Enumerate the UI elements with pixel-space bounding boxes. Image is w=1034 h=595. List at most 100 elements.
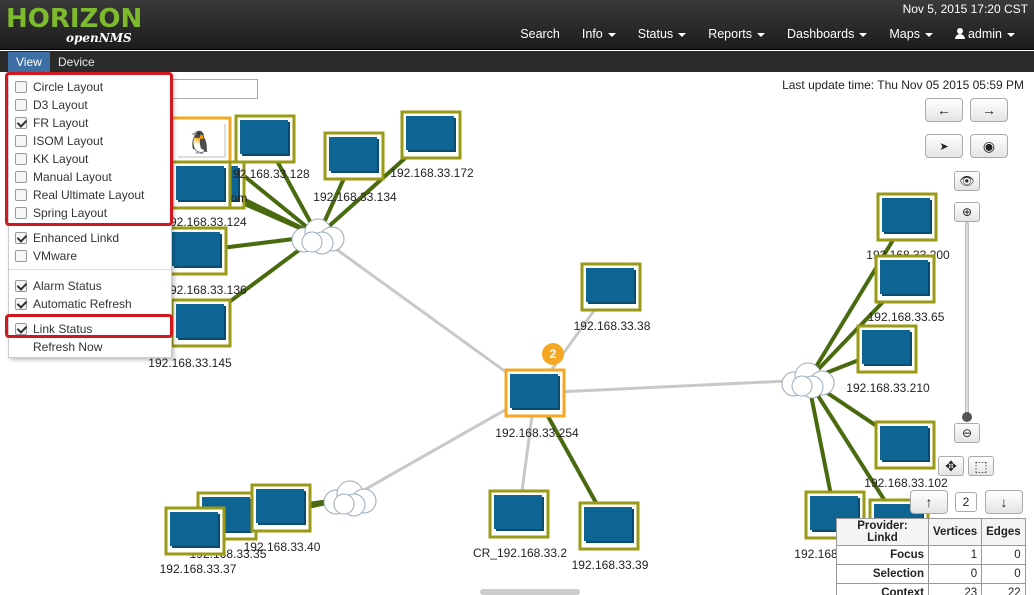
menu-item-alarm-status[interactable]: Alarm Status	[15, 278, 102, 294]
horizontal-scrollbar[interactable]	[480, 589, 580, 595]
pan-tool-button[interactable]: ✥	[938, 456, 964, 476]
menu-item-circle-layout[interactable]: Circle Layout	[15, 79, 103, 95]
menu-item-fr-layout[interactable]: FR Layout	[15, 115, 88, 131]
cloud-icon[interactable]	[323, 480, 377, 517]
tab-device[interactable]: Device	[58, 55, 95, 69]
topology-node[interactable]: 192.168.33.40	[244, 483, 321, 554]
topology-node[interactable]: 192.168.33.37	[160, 506, 237, 576]
checkbox[interactable]	[15, 99, 27, 111]
focus-badge	[542, 343, 564, 365]
szl-up-button[interactable]: ↑	[910, 490, 948, 514]
szl-down-button[interactable]: ↓	[985, 490, 1023, 514]
link-edge[interactable]	[806, 215, 909, 382]
checkbox[interactable]	[15, 171, 27, 183]
link-edge[interactable]	[317, 234, 536, 395]
caret-down-icon	[924, 32, 933, 37]
show-focus-button[interactable]: ➤	[925, 134, 963, 158]
search-input[interactable]	[172, 79, 258, 99]
menu-item-link-status[interactable]: Link Status	[15, 321, 92, 337]
menu-item-label: KK Layout	[33, 152, 89, 166]
topology-node[interactable]: 192.168.33.38	[574, 262, 651, 333]
zoom-out-button[interactable]: ⊖	[954, 423, 980, 443]
menu-item-manual-layout[interactable]: Manual Layout	[15, 169, 112, 185]
checkbox[interactable]	[15, 207, 27, 219]
cloud-icon[interactable]	[781, 362, 835, 399]
topology-node[interactable]: 192.168.33.172	[390, 110, 474, 180]
menu-item-enhanced-linkd[interactable]: Enhanced Linkd	[15, 230, 119, 246]
topology-node[interactable]: 192.168.33.254	[495, 368, 579, 440]
menu-item-automatic-refresh[interactable]: Automatic Refresh	[15, 296, 132, 312]
nav-dashboards[interactable]: Dashboards	[776, 27, 878, 41]
checkbox[interactable]	[15, 81, 27, 93]
tab-view[interactable]: View	[8, 52, 50, 72]
nav-maps[interactable]: Maps	[878, 27, 944, 41]
table-row: Context 23 22	[836, 583, 1026, 595]
menu-item-label: Link Status	[33, 322, 93, 336]
topology-node[interactable]: 192.168.33.145	[148, 298, 232, 370]
nav-info[interactable]: Info	[571, 27, 627, 41]
zoom-slider-track[interactable]	[965, 222, 969, 418]
select-tool-button[interactable]: ⬚	[968, 456, 994, 476]
menu-item-label: Real Ultimate Layout	[33, 188, 145, 202]
nav-search[interactable]: Search	[509, 27, 571, 41]
checkbox[interactable]	[15, 250, 27, 262]
node-label: 192.168.33.38	[574, 319, 651, 333]
top-header: HORIZON openNMS Nov 5, 2015 17:20 CST Se…	[0, 0, 1034, 50]
horizon-logo[interactable]: HORIZON openNMS	[6, 4, 142, 46]
topology-node[interactable]: 192.168.33.200	[866, 192, 950, 262]
link-edge[interactable]	[349, 391, 536, 500]
cloud-icon[interactable]	[291, 218, 345, 255]
user-icon	[954, 28, 965, 39]
semantic-zoom-level: 2	[955, 492, 977, 512]
checkbox-checked[interactable]	[15, 232, 27, 244]
topology-node[interactable]: 192.168.33.65	[868, 254, 945, 324]
map-view-button[interactable]: ◉	[970, 134, 1008, 158]
nav-user[interactable]: admin	[944, 27, 1026, 41]
topology-node[interactable]: 192.168.33.136	[163, 226, 247, 297]
menu-item-label: Spring Layout	[33, 206, 108, 220]
topology-node[interactable]: CR_192.168.33.2	[473, 489, 567, 560]
menu-item-vmware[interactable]: VMware	[15, 248, 77, 264]
nav-reports[interactable]: Reports	[697, 27, 776, 41]
menu-item-d3-layout[interactable]: D3 Layout	[15, 97, 88, 113]
checkbox[interactable]	[15, 135, 27, 147]
switch-icon	[586, 268, 634, 302]
checkbox-checked[interactable]	[15, 298, 27, 310]
zoom-in-button[interactable]: ⊕	[954, 202, 980, 222]
topology-node[interactable]: 192.168.33.134	[313, 131, 397, 204]
history-forward-button[interactable]: →	[970, 98, 1008, 122]
vertices-count: 1	[927, 545, 983, 565]
switch-icon	[329, 137, 377, 171]
checkbox[interactable]	[15, 189, 27, 201]
link-edge[interactable]	[534, 378, 809, 395]
menu-item-refresh-now[interactable]: Refresh Now	[15, 339, 102, 355]
node-label: 192.168.33.128	[226, 167, 310, 181]
view-dropdown-menu: Circle Layout D3 Layout FR Layout ISOM L…	[8, 73, 172, 358]
topology-node[interactable]: 192.168.33.102	[864, 420, 948, 490]
menu-item-isom-layout[interactable]: ISOM Layout	[15, 133, 103, 149]
topology-node[interactable]: 🐧	[170, 116, 232, 166]
menu-item-spring-layout[interactable]: Spring Layout	[15, 205, 107, 221]
topology-node[interactable]: 192.168.33.210	[846, 324, 930, 395]
node-label: 192.168.33.39	[572, 558, 649, 572]
table-header: Vertices	[927, 518, 983, 546]
menu-item-real-ultimate-layout[interactable]: Real Ultimate Layout	[15, 187, 144, 203]
menu-item-kk-layout[interactable]: KK Layout	[15, 151, 88, 167]
cloud-puff	[301, 231, 323, 253]
topology-node[interactable]: 192.168.33.39	[572, 501, 649, 572]
checkbox-checked[interactable]	[15, 280, 27, 292]
switch-icon	[176, 166, 224, 200]
topology-canvas[interactable]: 🐧www.demo.com192.168.33.128192.168.33.13…	[0, 72, 1034, 595]
history-back-button[interactable]: ←	[925, 98, 963, 122]
topology-node[interactable]: 192.168.33.128	[226, 114, 310, 181]
eye-icon: 👁	[959, 174, 975, 188]
checkbox-checked[interactable]	[15, 117, 27, 129]
arrow-down-icon: ↓	[1000, 494, 1008, 510]
menu-item-label: VMware	[33, 249, 78, 263]
checkbox[interactable]	[15, 153, 27, 165]
checkbox-checked[interactable]	[15, 323, 27, 335]
show-all-button[interactable]: 👁	[954, 171, 980, 191]
table-row: Selection 0 0	[836, 564, 1026, 584]
zoom-slider-handle[interactable]	[962, 412, 972, 422]
nav-status[interactable]: Status	[627, 27, 697, 41]
